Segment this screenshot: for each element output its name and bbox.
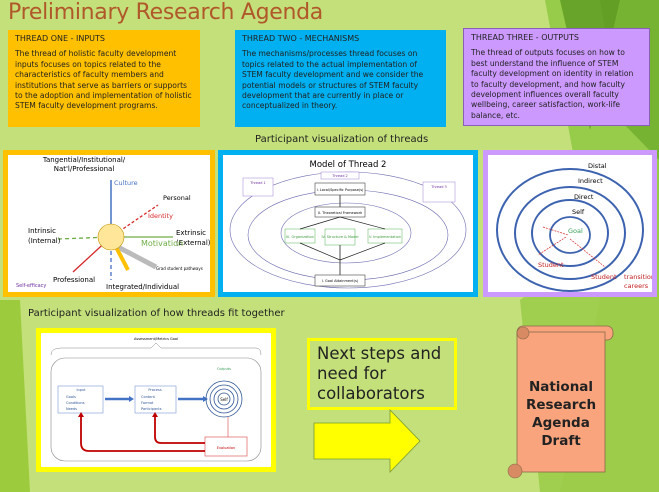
scroll-line: National <box>528 379 594 395</box>
viz-panel-outputs: Distal Indirect Direct Self Goal Student… <box>483 150 657 297</box>
thread-heading: THREAD THREE - OUTPUTS <box>471 33 579 42</box>
input-item: Goals <box>66 395 76 399</box>
process-item: Format <box>141 401 154 405</box>
label-process: Process <box>148 388 161 392</box>
label-grad: Grad student pathways <box>156 266 203 271</box>
outputs-diagram: Distal Indirect Direct Self Goal Student… <box>496 162 652 292</box>
inputs-diagram: Tangential/Institutional/ Nat'l/Professi… <box>16 156 210 291</box>
label-self-efficacy: Self-efficacy <box>16 283 46 289</box>
fit-diagram: Assessment/Metrics Goal Outputs Input Go… <box>50 337 262 462</box>
viz-panel-fit-together: Assessment/Metrics Goal Outputs Input Go… <box>36 328 276 472</box>
label-bottom: Integrated/Individual <box>106 283 179 291</box>
label-intrinsic: Intrinsic <box>28 227 56 235</box>
label-purpose: I. Local/Specific Purpose(s) <box>317 188 364 192</box>
label-motivation: Motivation <box>141 239 183 248</box>
scroll-line: Draft <box>541 433 581 449</box>
thread-two-box: THREAD TWO - MECHANISMS The mechanisms/pr… <box>235 30 446 127</box>
thread-body: The thread of holistic faculty developme… <box>15 49 192 111</box>
scroll-shape: National Research Agenda Draft <box>503 318 617 480</box>
label-outputs: Outputs <box>217 367 231 371</box>
label-thread3: Thread 3 <box>430 185 447 189</box>
label-culture: Culture <box>114 179 138 187</box>
label-student-2: Student <box>591 273 617 281</box>
thread-three-box: THREAD THREE - OUTPUTS The thread of outp… <box>463 28 650 126</box>
thread-heading: THREAD ONE - INPUTS <box>15 34 105 43</box>
next-steps-box: Next steps and need for collaborators <box>307 338 457 410</box>
thread-body: The mechanisms/processes thread focuses … <box>242 49 424 111</box>
label-structure: IV. Structure & Model <box>322 235 359 239</box>
label-thread2: Thread 2 <box>331 174 348 178</box>
label-direct: Direct <box>574 193 594 201</box>
label-model-title: Model of Thread 2 <box>310 160 387 170</box>
label-professional: Professional <box>53 276 95 284</box>
mechanisms-diagram: Model of Thread 2 Thread 2 Thread 1 Thre… <box>229 160 467 289</box>
thread-body: The thread of outputs focuses on how to … <box>471 48 634 120</box>
label-distal: Distal <box>588 162 607 170</box>
label-framework: II. Theoretical Framework <box>318 211 363 215</box>
scroll-line: Research <box>525 397 597 413</box>
label-top: Tangential/Institutional/ <box>42 156 126 164</box>
thread-one-box: THREAD ONE - INPUTS The thread of holisti… <box>8 30 200 127</box>
label-top2: Nat'l/Professional <box>54 165 115 173</box>
label-extrinsic: Extrinsic <box>176 229 206 237</box>
label-indirect: Indirect <box>578 177 603 185</box>
label-identity: Identity <box>148 212 173 220</box>
label-self: Self <box>572 208 585 216</box>
label-assessment: Assessment/Metrics Goal <box>134 337 178 341</box>
label-evaluation: Evaluation <box>217 446 235 450</box>
scroll-icon <box>507 325 614 479</box>
label-input: Input <box>76 388 86 392</box>
label-internal: (Internal) <box>28 237 61 245</box>
caption-fit: Participant visualization of how threads… <box>28 308 285 319</box>
viz-panel-inputs: Tangential/Institutional/ Nat'l/Professi… <box>3 150 215 297</box>
caption-threads: Participant visualization of threads <box>255 134 429 145</box>
input-item: Conditions <box>66 401 85 405</box>
input-item: Needs <box>66 407 77 411</box>
viz-panel-mechanisms: Model of Thread 2 Thread 2 Thread 1 Thre… <box>218 150 478 297</box>
label-goal-attainment: I. Goal Attainment(s) <box>322 279 359 283</box>
scroll-line: Agenda <box>532 415 590 431</box>
label-personal: Personal <box>163 194 191 202</box>
process-item: Content <box>141 395 156 399</box>
label-student: Student <box>538 261 564 269</box>
thread-heading: THREAD TWO - MECHANISMS <box>242 34 360 43</box>
process-item: Participants <box>141 407 162 411</box>
label-implementation: V. Implementation <box>369 235 401 239</box>
label-transition: transition to <box>624 273 652 281</box>
label-goal: Goal <box>568 227 583 235</box>
label-careers: careers <box>624 282 649 290</box>
right-arrow-icon <box>313 409 421 473</box>
page-title: Preliminary Research Agenda <box>8 0 323 25</box>
label-external: (External) <box>176 239 210 247</box>
label-organization: III. Organization <box>286 235 314 239</box>
label-thread1: Thread 1 <box>249 181 266 185</box>
label-self: Self <box>220 397 228 402</box>
